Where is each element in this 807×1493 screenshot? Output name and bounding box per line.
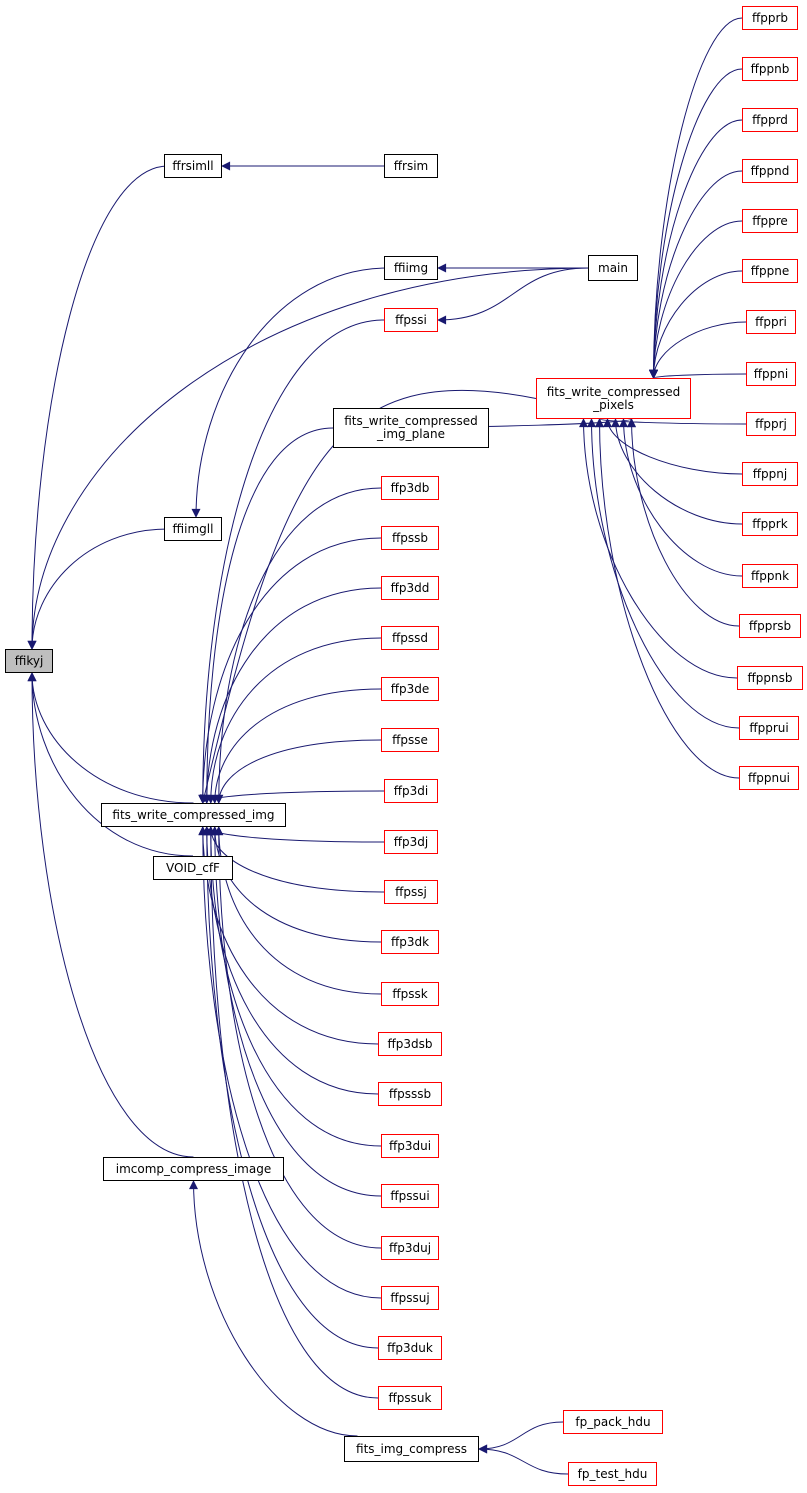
- node-fwcp[interactable]: fits_write_compressed _pixels: [536, 378, 691, 419]
- edge-ffpsssb-to-fwci: [202, 826, 379, 1095]
- edge-void_cff-to-ffikyj: [27, 672, 194, 857]
- node-ffpprb[interactable]: ffpprb: [742, 6, 798, 30]
- node-ffppni[interactable]: ffppni: [746, 362, 796, 386]
- edge-ffp3dk-to-fwci: [210, 826, 382, 943]
- edge-ffpsse-to-fwci: [214, 739, 382, 804]
- node-ffppnk[interactable]: ffppnk: [742, 564, 798, 588]
- edge-fwci-to-ffikyj: [27, 672, 194, 804]
- node-ffp3dd[interactable]: ffp3dd: [381, 576, 439, 600]
- node-ffp3dui[interactable]: ffp3dui: [381, 1134, 439, 1158]
- edge-ffp3duk-to-fwci: [202, 826, 379, 1349]
- edge-ffiimgll-to-ffikyj: [27, 528, 169, 650]
- edge-fwci_plane-to-fwci: [202, 427, 334, 804]
- edge-ffpssb-to-fwci: [198, 537, 382, 804]
- node-fp-pack-hdu[interactable]: fp_pack_hdu: [563, 1410, 663, 1434]
- node-ffpssj[interactable]: ffpssj: [384, 880, 438, 904]
- node-ffpprsb[interactable]: ffpprsb: [739, 614, 801, 638]
- edge-ffpssi-to-fwci: [198, 319, 385, 804]
- node-fwci-plane[interactable]: fits_write_compressed _img_plane: [333, 408, 489, 448]
- node-ffpsse[interactable]: ffpsse: [381, 728, 439, 752]
- edge-ffpssuj-to-fwci: [198, 826, 382, 1299]
- node-void-cff[interactable]: VOID_cfF: [153, 856, 233, 880]
- edge-ffrsimll-to-ffikyj: [27, 165, 169, 650]
- node-ffpssb[interactable]: ffpssb: [381, 526, 439, 550]
- node-ffppnd[interactable]: ffppnd: [742, 159, 798, 183]
- node-ffrsimll[interactable]: ffrsimll: [164, 154, 222, 178]
- edge-ffppne-to-fwcp: [649, 270, 743, 379]
- edge-ffp3duj-to-fwci: [214, 826, 382, 1249]
- node-ffpssk[interactable]: ffpssk: [381, 982, 439, 1006]
- node-ffppnsb[interactable]: ffppnsb: [737, 666, 803, 690]
- node-ffp3duj[interactable]: ffp3duj: [381, 1236, 439, 1260]
- edge-ffp3db-to-fwci: [214, 487, 382, 804]
- node-ffpprk[interactable]: ffpprk: [742, 512, 798, 536]
- edge-ffpssk-to-fwci: [214, 826, 382, 995]
- edge-imcomp-to-ffikyj: [27, 672, 194, 1158]
- node-ffiimg[interactable]: ffiimg: [384, 256, 438, 280]
- edge-ffppnsb-to-fwcp: [579, 418, 738, 679]
- node-ffppne[interactable]: ffppne: [742, 259, 798, 283]
- edge-ffppnd-to-fwcp: [649, 170, 743, 379]
- edge-ffppnk-to-fwcp: [619, 418, 743, 577]
- node-ffpprd[interactable]: ffpprd: [742, 108, 798, 132]
- node-ffiimgll[interactable]: ffiimgll: [164, 517, 222, 541]
- node-main[interactable]: main: [588, 255, 638, 281]
- edge-ffpprj-to-fwcp: [595, 418, 747, 428]
- edge-ffpssj-to-fwci: [206, 826, 385, 893]
- node-ffp3duk[interactable]: ffp3duk: [378, 1336, 442, 1360]
- edge-ffppnui-to-fwcp: [595, 418, 740, 779]
- edge-ffiimg-to-ffiimgll: [191, 267, 389, 518]
- edge-ffpssui-to-fwci: [210, 826, 382, 1197]
- node-ffpssd[interactable]: ffpssd: [381, 626, 439, 650]
- node-ffrsim[interactable]: ffrsim: [384, 154, 438, 178]
- edge-ffppni-to-fwcp: [649, 369, 747, 379]
- node-ffikyj: ffikyj: [5, 649, 53, 673]
- edge-fp_test_hdu-to-fic: [478, 1444, 569, 1475]
- edge-ffpprsb-to-fwcp: [627, 418, 740, 627]
- edge-fic-to-imcomp: [189, 1180, 358, 1437]
- node-ffppnj[interactable]: ffppnj: [742, 462, 798, 486]
- node-ffppri[interactable]: ffppri: [746, 310, 796, 334]
- node-ffpssi[interactable]: ffpssi: [384, 308, 438, 332]
- node-imcomp[interactable]: imcomp_compress_image: [103, 1157, 284, 1181]
- edge-ffpssd-to-fwci: [206, 637, 382, 804]
- node-ffppnui[interactable]: ffppnui: [739, 766, 799, 790]
- node-fwci[interactable]: fits_write_compressed_img: [101, 803, 286, 827]
- edge-ffp3dj-to-fwci: [202, 826, 385, 843]
- node-ffp3db[interactable]: ffp3db: [381, 476, 439, 500]
- edge-ffp3dui-to-fwci: [206, 826, 382, 1147]
- node-ffpssuk[interactable]: ffpssuk: [378, 1386, 442, 1410]
- node-ffpssui[interactable]: ffpssui: [381, 1184, 439, 1208]
- edge-ffp3de-to-fwci: [210, 688, 382, 804]
- node-ffpprui[interactable]: ffpprui: [739, 716, 799, 740]
- edge-ffppri-to-fwcp: [649, 321, 747, 379]
- edge-ffppnj-to-fwcp: [603, 418, 743, 475]
- edge-fp_pack_hdu-to-fic: [478, 1421, 564, 1454]
- edge-ffpprb-to-fwcp: [649, 17, 743, 379]
- node-ffppre[interactable]: ffppre: [742, 209, 798, 233]
- node-ffpsssb[interactable]: ffpsssb: [378, 1082, 442, 1106]
- node-ffppnb[interactable]: ffppnb: [742, 57, 798, 81]
- node-ffp3dk[interactable]: ffp3dk: [381, 930, 439, 954]
- edge-ffpprk-to-fwcp: [611, 418, 743, 525]
- edge-main-to-ffikyj: [27, 267, 593, 650]
- edge-ffppnb-to-fwcp: [649, 68, 743, 379]
- node-ffp3de[interactable]: ffp3de: [381, 677, 439, 701]
- edge-ffpprd-to-fwcp: [649, 119, 743, 379]
- edge-ffpssuk-to-fwci: [206, 826, 379, 1399]
- edge-fwcp-to-fwci: [200, 389, 537, 804]
- node-fic[interactable]: fits_img_compress: [344, 1436, 479, 1462]
- node-ffpssuj[interactable]: ffpssuj: [381, 1286, 439, 1310]
- node-fp-test-hdu[interactable]: fp_test_hdu: [568, 1462, 657, 1486]
- node-ffp3di[interactable]: ffp3di: [384, 779, 438, 803]
- edge-ffp3dd-to-fwci: [202, 587, 382, 804]
- edge-ffppre-to-fwcp: [649, 220, 743, 379]
- edge-ffp3di-to-fwci: [198, 790, 385, 804]
- node-ffp3dj[interactable]: ffp3dj: [384, 830, 438, 854]
- edge-main-to-ffpssi: [437, 267, 589, 325]
- edge-ffpprui-to-fwcp: [587, 418, 740, 729]
- node-ffp3dsb[interactable]: ffp3dsb: [378, 1032, 442, 1056]
- node-ffpprj[interactable]: ffpprj: [746, 412, 796, 436]
